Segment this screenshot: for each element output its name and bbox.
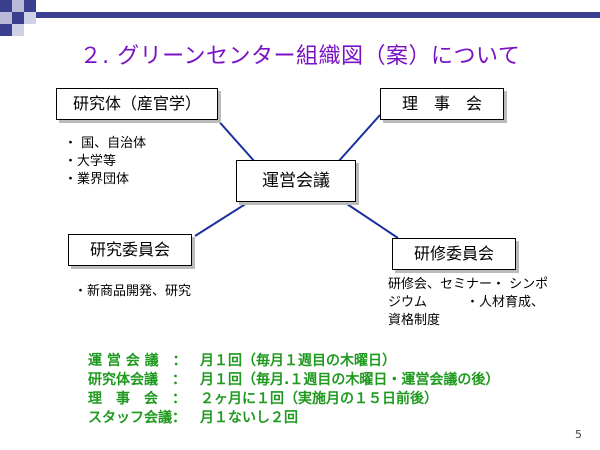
list-item: 研修会、セミナー・ シンポ [388,277,549,292]
box-kenkyu-iinkai-label: 研究委員会 [89,240,170,259]
schedule-label: 研究体会議 ： [88,372,186,388]
schedule-row: 研究体会議 ： 月１回（毎月.１週目の木曜日・運営会議の後） [88,371,499,390]
kenkyutai-member-list: ・ 国、自治体 ・大学等 ・業界団体 [64,135,146,189]
box-uneikaigi-label: 運営会議 [262,170,330,191]
box-uneikaigi: 運営会議 [236,160,356,202]
schedule-row: 理 事 会 ： ２ヶ月に１回（実施月の１５日前後） [88,390,499,409]
list-item: ・ 国、自治体 [64,136,147,151]
schedule-text: 月１ないし２回 [200,410,298,426]
list-item: ジウム ・人材育成、 [388,295,545,310]
kenkyu-iinkai-task-list: ・新商品開発、研究 [74,283,191,301]
schedule-label: 理 事 会 ： [88,391,186,407]
connector-kenkyu-iinkai [194,197,256,237]
schedule-text: ２ヶ月に１回（実施月の１５日前後） [200,391,438,407]
list-item: ・業界団体 [64,172,130,187]
meeting-schedule: 運 営 会 議 ： 月１回（毎月１週目の木曜日） 研究体会議 ： 月１回（毎月.１週… [88,352,499,428]
page-number: 5 [575,428,582,441]
box-kenshu-iinkai-label: 研修委員会 [413,244,494,263]
box-kenkyutai-label: 研究体（産官学） [72,94,201,113]
schedule-row: スタッフ会議： 月１ないし２回 [88,409,499,428]
box-kenkyu-iinkai: 研究委員会 [68,234,192,266]
box-kenkyutai: 研究体（産官学） [56,88,218,120]
box-rijikai: 理 事 会 [380,88,504,120]
corner-decoration [0,0,600,36]
list-item: ・新商品開発、研究 [74,284,192,299]
box-kenshu-iinkai: 研修委員会 [392,238,516,270]
schedule-label: 運 営 会 議 ： [88,353,187,369]
box-rijikai-label: 理 事 会 [401,94,482,113]
list-item: ・大学等 [64,154,117,169]
schedule-row: 運 営 会 議 ： 月１回（毎月１週目の木曜日） [88,352,499,371]
connector-kenkyutai [214,116,256,163]
connector-kenshu-iinkai [337,197,399,239]
list-item: 資格制度 [388,313,441,328]
schedule-label: スタッフ会議： [88,410,186,426]
schedule-text: 月１回（毎月１週目の木曜日） [200,353,396,369]
schedule-text: 月１回（毎月.１週目の木曜日・運営会議の後） [200,372,500,388]
slide-title: ２. グリーンセンター組織図（案）について [79,44,521,69]
connector-rijikai [337,114,381,163]
kenshu-iinkai-task-list: 研修会、セミナー・ シンポ ジウム ・人材育成、 資格制度 [388,276,548,330]
